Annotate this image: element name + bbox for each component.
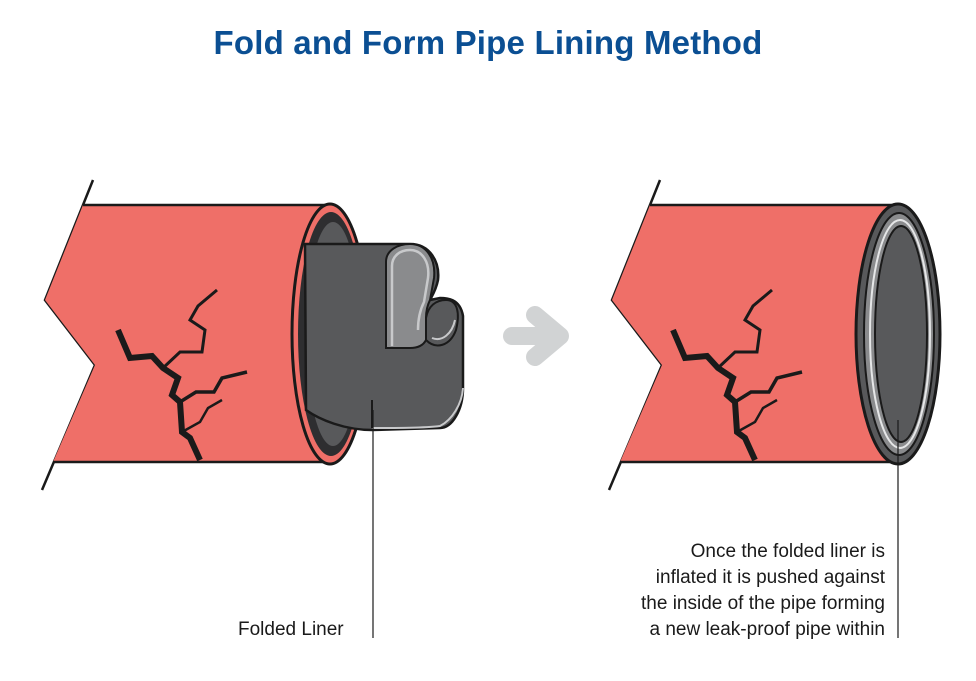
result-description: Once the folded liner is inflated it is … [641,539,885,643]
result-description-line: Once the folded liner is [690,541,885,562]
transition-arrow-icon [503,306,569,366]
pipe-crack [115,288,248,462]
result-description-line: a new leak-proof pipe within [649,619,885,640]
result-description-line: inflated it is pushed against [655,567,885,588]
pipe-crack [670,288,803,462]
diagram-title: Fold and Form Pipe Lining Method [213,24,763,61]
pipe-body [612,205,898,462]
folded-liner-label: Folded Liner [238,619,344,640]
lined-pipe-after [607,179,942,491]
pipe-body [45,205,335,462]
result-description-line: the inside of the pipe forming [641,593,885,614]
folded-liner [303,242,465,432]
pipe-interior [874,225,928,443]
